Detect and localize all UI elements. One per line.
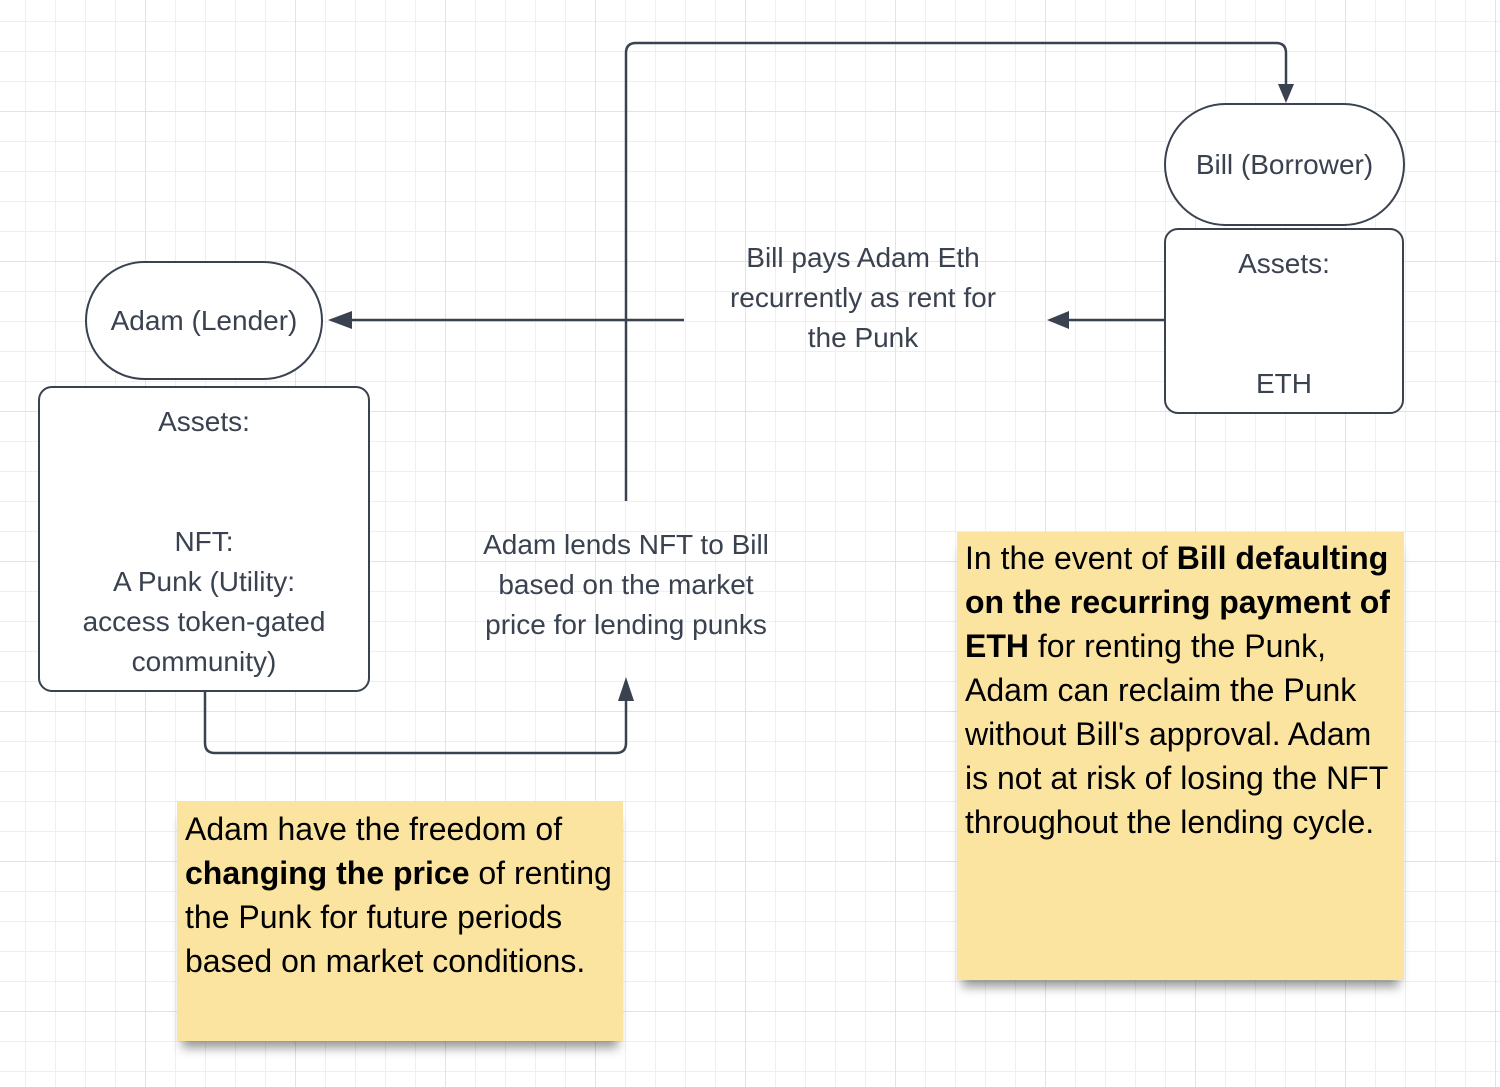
edge-arrowhead-left	[328, 311, 352, 329]
connector-nft-label-to-bill[interactable]	[624, 41, 1294, 501]
edge-label-eth-payment: Bill pays Adam Eth recurrently as rent f…	[729, 242, 997, 353]
edge-arrowhead-down	[1278, 84, 1294, 103]
node-bill-assets-text: Assets: ETH	[1238, 248, 1330, 399]
edge-label-nft-lending: Adam lends NFT to Bill based on the mark…	[483, 529, 769, 640]
edge-arrowhead-up	[618, 677, 634, 701]
node-bill-borrower[interactable]: Bill (Borrower)	[1164, 103, 1405, 226]
node-bill-assets[interactable]: Assets: ETH	[1164, 228, 1404, 414]
node-adam-assets[interactable]: Assets: NFT: A Punk (Utility: access tok…	[38, 386, 370, 692]
edge-arrowhead-left	[1047, 311, 1069, 329]
node-adam-lender[interactable]: Adam (Lender)	[85, 261, 323, 380]
node-adam-assets-text: Assets: NFT: A Punk (Utility: access tok…	[82, 406, 326, 677]
node-bill-borrower-label: Bill (Borrower)	[1195, 148, 1374, 180]
sticky-note-price-freedom[interactable]: Adam have the freedom of changing the pr…	[177, 801, 623, 1041]
edge-path	[624, 41, 1288, 501]
connector-bill-assets-to-eth-label[interactable]	[1047, 311, 1164, 329]
node-adam-lender-label: Adam (Lender)	[110, 304, 298, 336]
edge-path	[203, 692, 628, 755]
connector-eth-label-to-adam[interactable]	[328, 311, 684, 329]
connector-adam-assets-to-nft-label[interactable]	[203, 677, 634, 755]
sticky-note-default-protection[interactable]: In the event of Bill defaulting on the r…	[957, 532, 1404, 980]
